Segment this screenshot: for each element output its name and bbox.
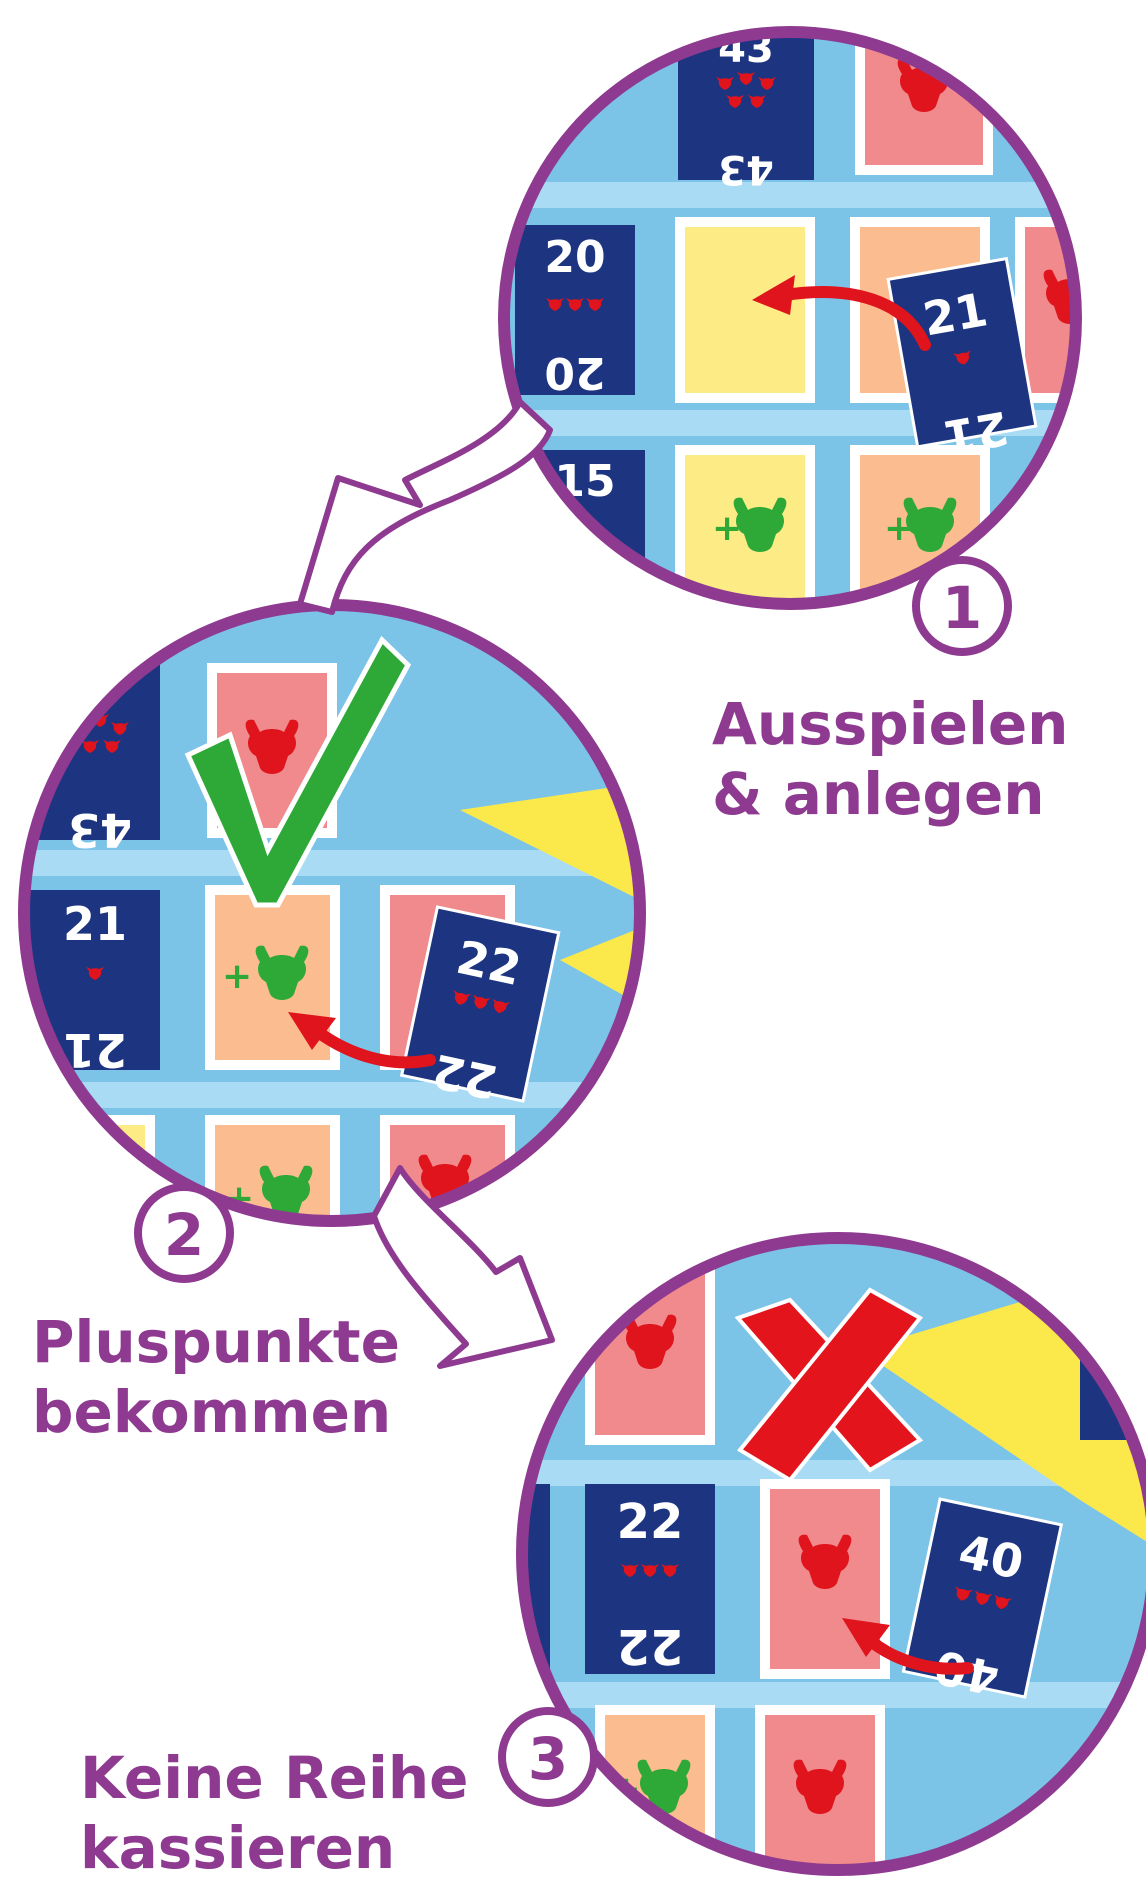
card-40-top-number: 40 <box>954 1524 1028 1590</box>
plus-sign: + <box>712 508 742 549</box>
step-2-caption: Pluspunkte bekommen <box>32 1308 400 1447</box>
card-43-navy <box>678 32 814 180</box>
step-3-badge <box>498 1707 598 1807</box>
card-22-bottom-number: 22 <box>617 1618 684 1674</box>
step-2-scene: 43 21 21 + + 22 22 <box>18 599 646 1283</box>
step-3-caption: Keine Reihe kassieren <box>80 1744 468 1883</box>
step-1-scene: 43 43 20 20 15 + + 21 <box>498 26 1082 656</box>
connector-arrow-1-to-2 <box>297 399 553 615</box>
step-2-caption-line-2: bekommen <box>32 1377 392 1446</box>
light-beam <box>460 780 640 900</box>
card-yellow <box>25 1115 155 1221</box>
card-22-navy <box>585 1484 715 1674</box>
checkmark-icon <box>184 635 412 908</box>
card-43-bottom-number: 43 <box>68 803 132 857</box>
step-1-circle-frame <box>498 26 1082 610</box>
card-21-top-number: 21 <box>63 897 127 951</box>
step-1-badge <box>912 556 1012 656</box>
step-2-badge <box>134 1183 234 1283</box>
step-1-caption: Ausspielen & anlegen <box>712 690 1068 829</box>
board-gap <box>504 182 1076 208</box>
card-21-bottom-number: 21 <box>940 400 1012 464</box>
card-43-bottom-number: 43 <box>718 146 774 192</box>
card-22-bottom-number: 22 <box>428 1043 502 1109</box>
play-arrow <box>866 1636 974 1675</box>
step-3-caption-line-2: kassieren <box>80 1813 396 1882</box>
play-arrow <box>779 286 931 351</box>
step-3-number: 3 <box>528 1725 568 1793</box>
cross-icon <box>734 1287 924 1483</box>
play-arrow-head <box>752 275 795 315</box>
play-arrow-head <box>842 1618 890 1657</box>
card-22-top-number: 22 <box>452 930 526 996</box>
card-21-bottom-number: 21 <box>63 1023 127 1077</box>
step-3-caption-line-1: Keine Reihe <box>80 1744 469 1812</box>
step-3-scene: 22 22 + 40 40 <box>498 1232 1146 1876</box>
card-22-played: 22 22 <box>399 905 561 1109</box>
card-21-top-number: 21 <box>919 282 991 346</box>
card-20-bottom-number: 20 <box>544 347 605 398</box>
step-2-number: 2 <box>164 1201 204 1269</box>
board-gap <box>522 1682 1146 1708</box>
board-gap <box>24 1082 640 1108</box>
card-yellow <box>675 445 815 604</box>
step-3-circle-frame <box>516 1232 1146 1876</box>
play-arrow-head <box>288 1012 336 1050</box>
play-arrow <box>312 1026 436 1069</box>
plus-sign: + <box>222 956 252 997</box>
connector-arrow-2-to-3 <box>371 1165 555 1369</box>
card-22-top-number: 22 <box>617 1494 684 1550</box>
card-20-top-number: 20 <box>544 232 605 283</box>
step-1-caption-line-2: & anlegen <box>712 759 1045 828</box>
board-gap <box>24 850 640 876</box>
card-21-played: 21 21 <box>886 256 1038 465</box>
step-1-caption-line-1: Ausspielen <box>712 690 1069 758</box>
step-2-caption-line-1: Pluspunkte <box>32 1308 400 1376</box>
step-1-number: 1 <box>942 574 982 642</box>
